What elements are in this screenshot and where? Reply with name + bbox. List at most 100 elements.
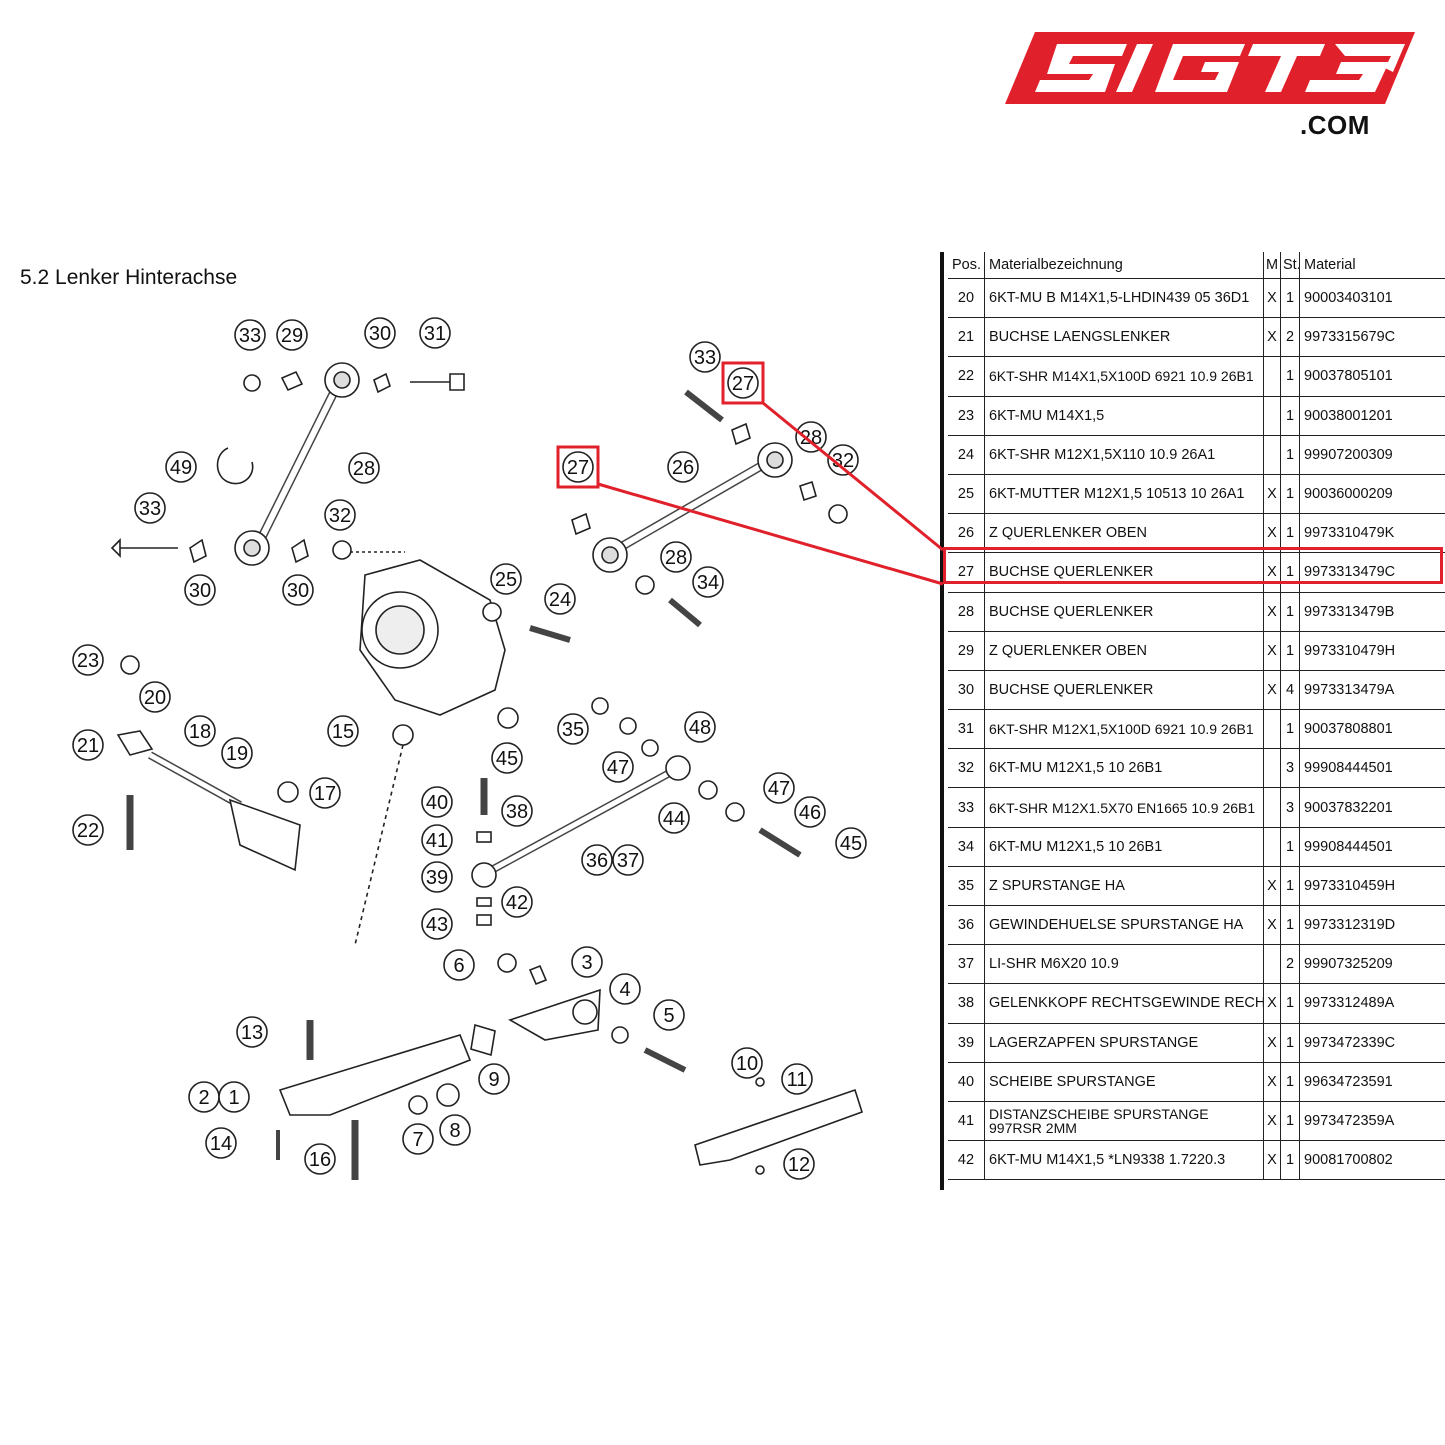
callout-labels: 33 29 30 31 49 28 33 32 30 30 33 27 28 3… <box>77 323 862 1176</box>
svg-text:45: 45 <box>840 833 862 855</box>
callout-40 <box>421 824 453 856</box>
parts-drawing <box>110 362 863 1180</box>
svg-text:22: 22 <box>77 820 99 842</box>
callout-42 <box>421 908 453 940</box>
cell-material: 9973312319D <box>1299 905 1445 946</box>
callout-7 <box>402 1123 434 1155</box>
svg-text:11: 11 <box>787 1069 808 1091</box>
callout-35 <box>581 844 613 876</box>
cell-material: 9973310479H <box>1299 631 1445 671</box>
cell-pos: 20 <box>948 278 985 319</box>
cell-name: 6KT-MU M12X1,5 10 26B1 <box>984 827 1264 867</box>
callout-30 <box>282 574 314 606</box>
callout-33 <box>134 492 166 524</box>
col-name-header: Materialbezeichnung <box>984 252 1264 279</box>
cell-material: 9973313479A <box>1299 670 1445 711</box>
cell-material: 99634723591 <box>1299 1062 1445 1102</box>
cell-material: 90038001201 <box>1299 396 1445 436</box>
callout-1 <box>218 1081 250 1113</box>
callout-30 <box>364 317 396 349</box>
cell-pos: 40 <box>948 1062 985 1102</box>
svg-text:3: 3 <box>581 952 592 974</box>
cell-name: Z SPURSTANGE HA <box>984 866 1264 907</box>
svg-text:41: 41 <box>426 830 448 852</box>
svg-text:49: 49 <box>170 457 192 479</box>
svg-text:34: 34 <box>697 572 719 594</box>
callout-6 <box>443 949 475 981</box>
cell-pos: 21 <box>948 317 985 358</box>
callout-10 <box>731 1047 763 1079</box>
svg-text:47: 47 <box>768 778 790 800</box>
brand-logo[interactable] <box>1005 32 1415 142</box>
cell-name: 6KT-MU B M14X1,5-LHDIN439 05 36D1 <box>984 278 1264 319</box>
cell-material: 90081700802 <box>1299 1140 1445 1181</box>
cell-m <box>1263 435 1281 475</box>
callout-49 <box>165 451 197 483</box>
cell-pos: 31 <box>948 709 985 750</box>
cell-name: 6KT-MUTTER M12X1,5 10513 10 26A1 <box>984 474 1264 515</box>
svg-text:46: 46 <box>799 802 821 824</box>
callout-16 <box>304 1143 336 1175</box>
cell-pos: 25 <box>948 474 985 515</box>
callout-32 <box>234 319 266 351</box>
svg-text:12: 12 <box>788 1154 810 1176</box>
cell-st: 1 <box>1280 1062 1300 1102</box>
callout-8 <box>439 1114 471 1146</box>
svg-text:7: 7 <box>412 1129 423 1151</box>
cell-st: 3 <box>1280 787 1300 828</box>
svg-text:27: 27 <box>732 373 754 395</box>
logo-domain: .COM <box>1300 110 1370 140</box>
cell-material: 90037832201 <box>1299 787 1445 828</box>
col-m-header: M <box>1263 252 1281 279</box>
callout-38 <box>421 861 453 893</box>
svg-text:39: 39 <box>426 867 448 889</box>
cell-pos: 37 <box>948 944 985 985</box>
cell-m: X <box>1263 592 1281 632</box>
callout-30 <box>184 574 216 606</box>
svg-text:21: 21 <box>77 735 99 757</box>
callout-24 <box>544 583 576 615</box>
cell-name: Z QUERLENKER OBEN <box>984 513 1264 554</box>
callout-43 <box>658 802 690 834</box>
cell-name: 6KT-SHR M14X1,5X100D 6921 10.9 26B1 <box>984 356 1264 397</box>
cell-m <box>1263 827 1281 867</box>
callout-4 <box>609 973 641 1005</box>
cell-pos: 26 <box>948 513 985 554</box>
cell-pos: 32 <box>948 748 985 789</box>
callout-47 <box>763 772 795 804</box>
callout-23 <box>72 644 104 676</box>
cell-pos: 28 <box>948 592 985 632</box>
cell-pos: 30 <box>948 670 985 711</box>
svg-text:18: 18 <box>189 721 211 743</box>
cell-material: 90036000209 <box>1299 474 1445 515</box>
logo-lettering <box>1035 44 1405 92</box>
exploded-parts-diagram: 33 29 30 31 49 28 33 32 30 30 33 27 28 3… <box>72 317 867 1180</box>
cell-name: BUCHSE QUERLENKER <box>984 552 1264 593</box>
svg-text:33: 33 <box>694 347 716 369</box>
callout-17 <box>309 777 341 809</box>
svg-text:44: 44 <box>663 808 685 830</box>
cell-name: LAGERZAPFEN SPURSTANGE <box>984 1023 1264 1063</box>
svg-text:19: 19 <box>226 743 248 765</box>
cell-name: 6KT-MU M14X1,5 *LN9338 1.7220.3 <box>984 1140 1264 1181</box>
col-st-header: St. <box>1280 252 1300 279</box>
callout-48 <box>684 711 716 743</box>
cell-st: 1 <box>1280 474 1300 515</box>
callout-12 <box>783 1148 815 1180</box>
callout-32 <box>324 499 356 531</box>
callout-34 <box>557 713 589 745</box>
svg-text:15: 15 <box>332 721 354 743</box>
cell-m: X <box>1263 631 1281 671</box>
cell-pos: 33 <box>948 787 985 828</box>
cell-st: 3 <box>1280 748 1300 789</box>
col-material-header: Material <box>1299 252 1445 279</box>
cell-st: 2 <box>1280 944 1300 985</box>
callout-11 <box>781 1063 813 1095</box>
svg-text:32: 32 <box>832 450 854 472</box>
